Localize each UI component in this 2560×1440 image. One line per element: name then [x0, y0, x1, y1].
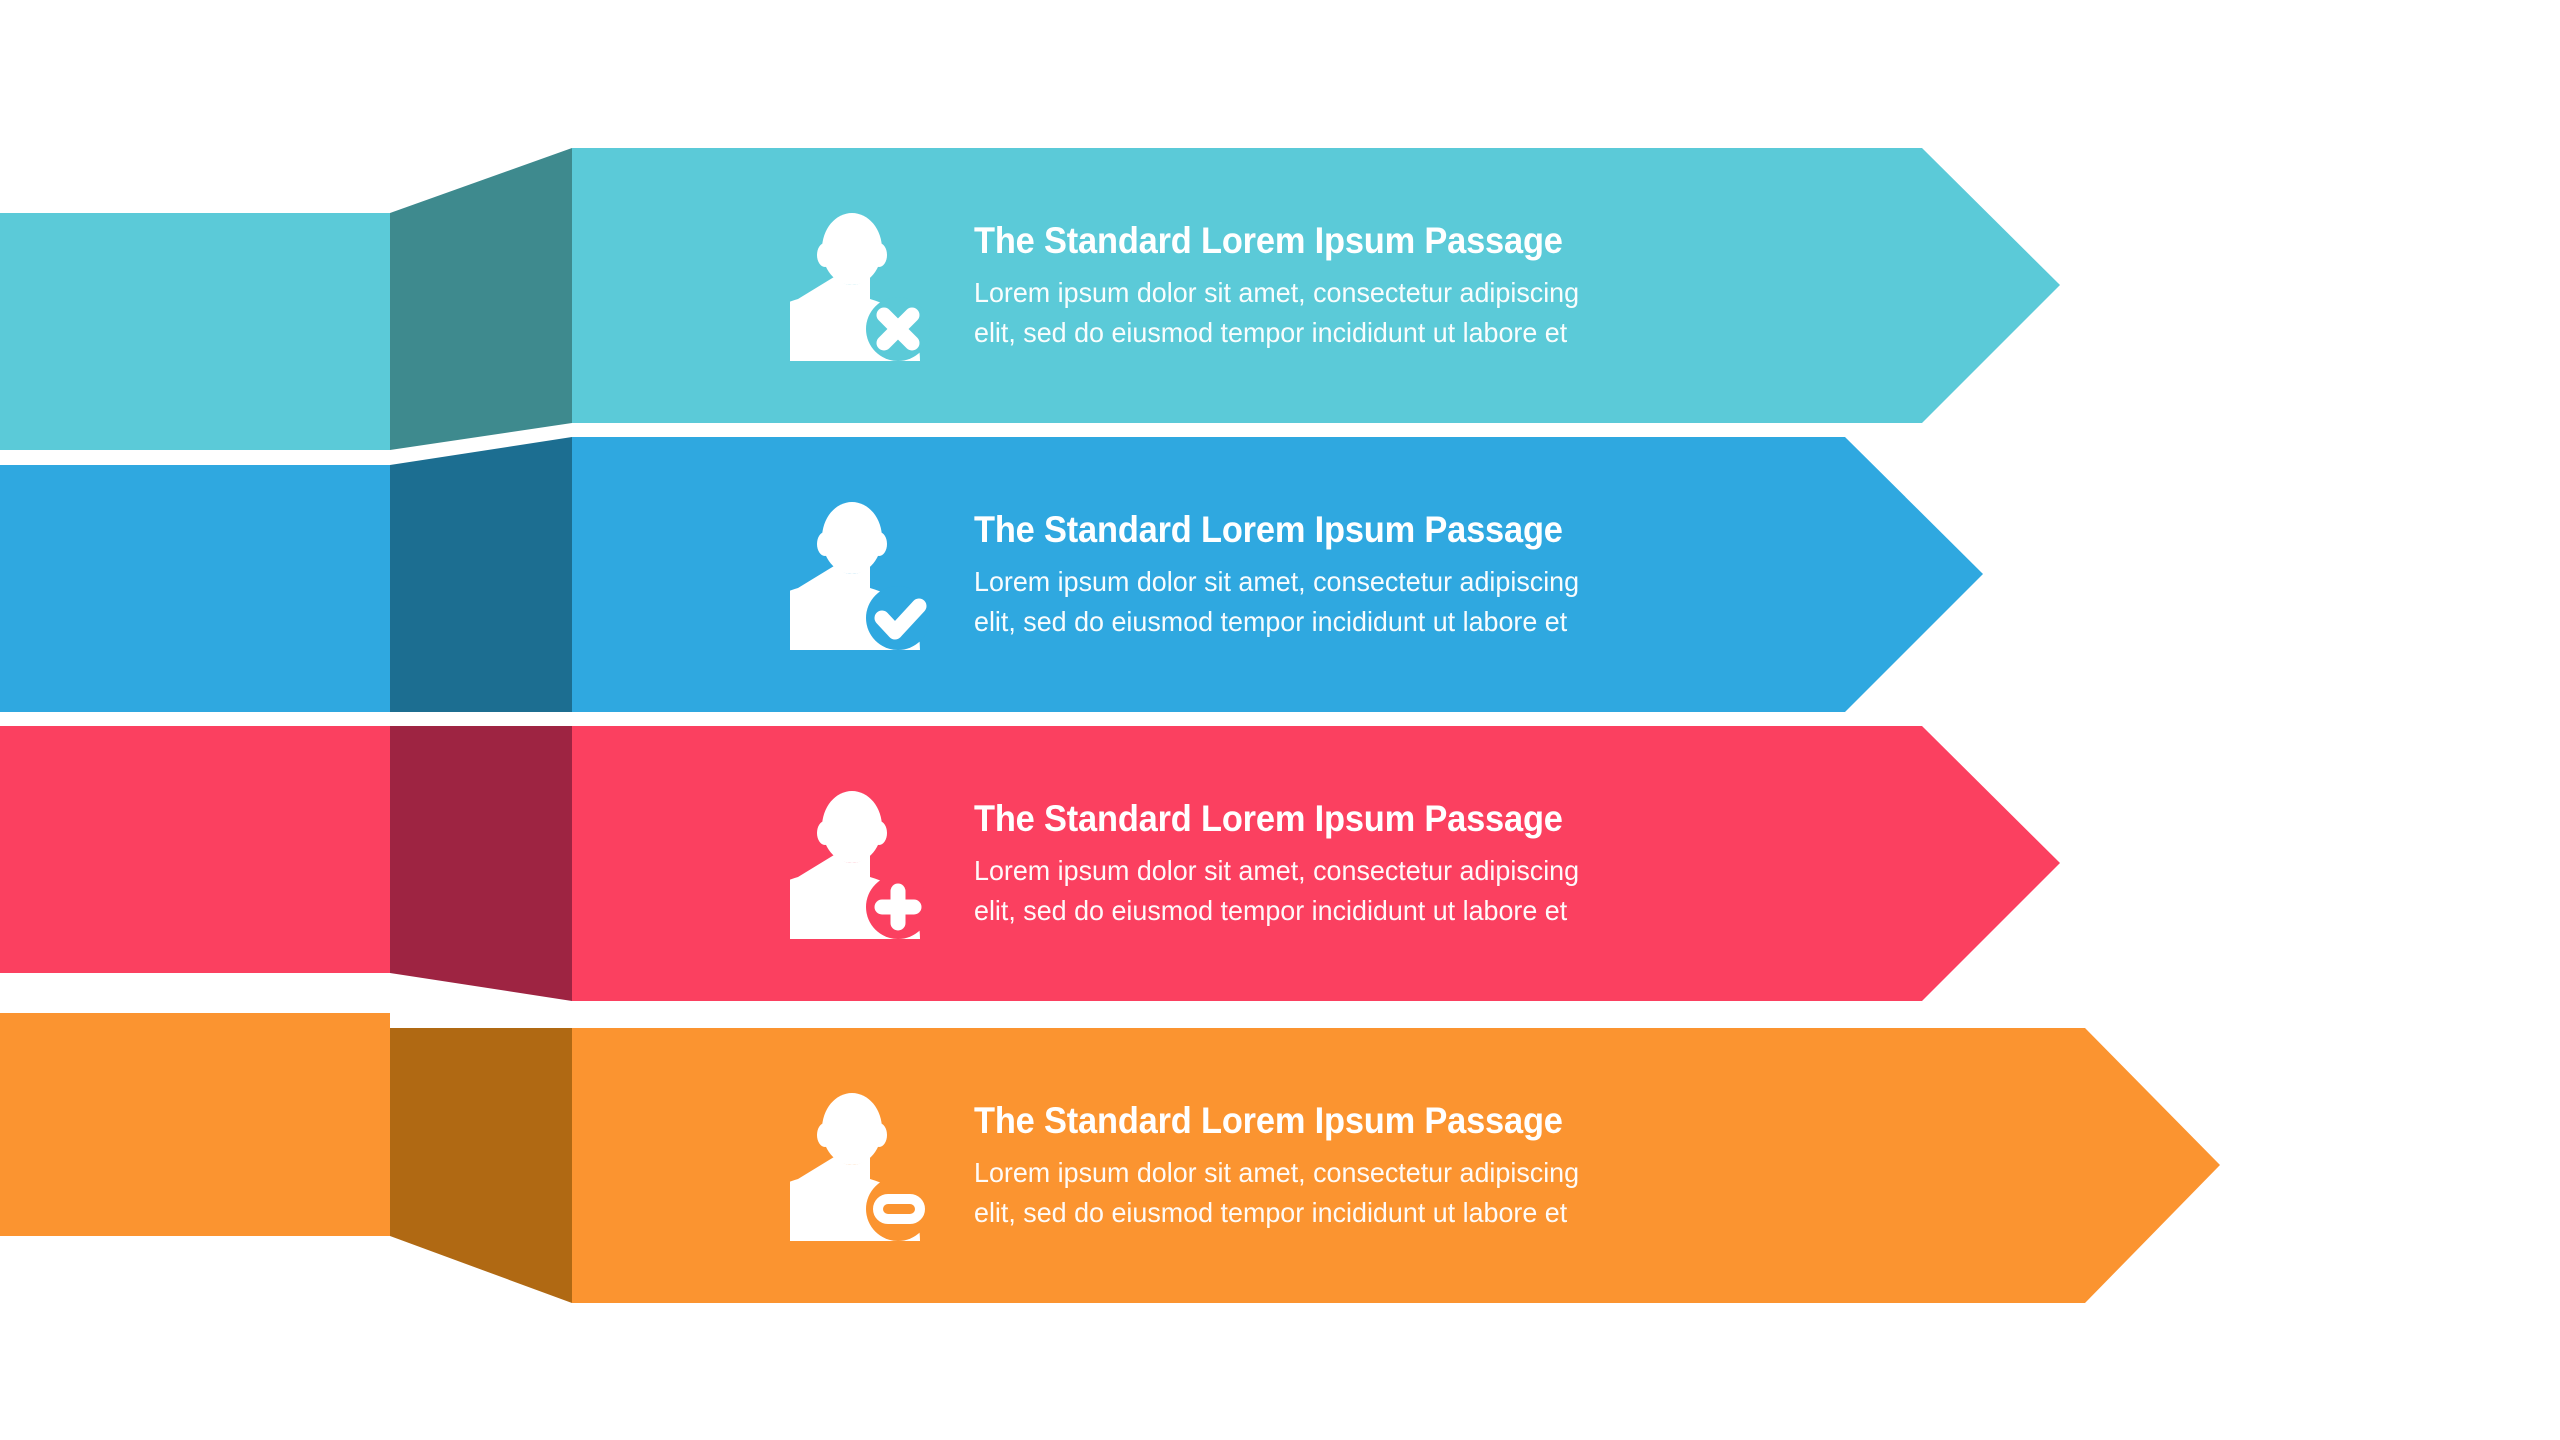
row-arrow-banner[interactable] — [572, 726, 2072, 1001]
row-left-tab — [0, 213, 390, 450]
fold-shape — [390, 437, 572, 712]
infographic-row[interactable]: The Standard Lorem Ipsum Passage Lorem i… — [0, 0, 2560, 1340]
row-fold-panel — [390, 726, 572, 1031]
arrow-shape — [572, 726, 2060, 1001]
fold-shape — [390, 1028, 572, 1303]
row-arrow-banner[interactable] — [572, 148, 2072, 423]
fold-shape — [390, 726, 572, 1001]
row-arrow-banner[interactable] — [572, 1028, 2232, 1303]
arrow-shape — [572, 148, 2060, 423]
fold-shape — [390, 148, 572, 450]
row-fold-panel — [390, 148, 572, 453]
row-fold-panel — [390, 1028, 572, 1333]
row-left-tab — [0, 465, 390, 712]
row-left-tab — [0, 1013, 390, 1236]
row-fold-panel — [390, 437, 572, 742]
arrow-shape — [572, 1028, 2220, 1303]
row-left-tab — [0, 726, 390, 973]
